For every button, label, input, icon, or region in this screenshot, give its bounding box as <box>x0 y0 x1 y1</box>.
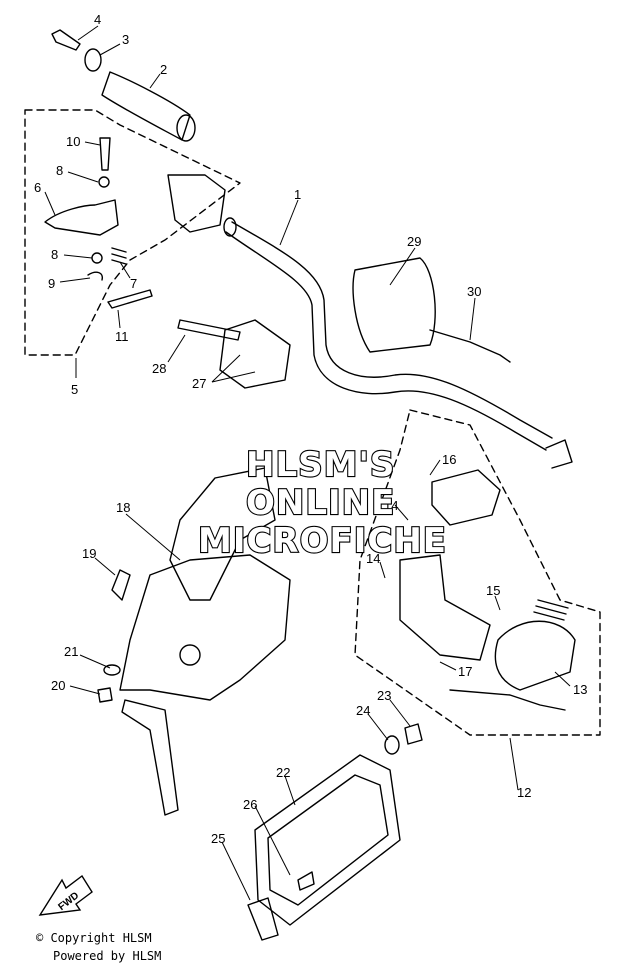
holder-27 <box>219 319 291 389</box>
callout-21: 21 <box>64 644 78 659</box>
column-hole <box>179 644 201 666</box>
group-box-5 <box>24 109 241 356</box>
switch-housing-16 <box>431 469 501 526</box>
nut-23 <box>404 723 423 745</box>
box-22 <box>254 754 401 926</box>
handlebar-end <box>223 217 237 237</box>
switch-bracket <box>399 554 491 661</box>
steering-column <box>169 467 276 601</box>
callout-30: 30 <box>467 284 481 299</box>
callout-8a: 8 <box>56 163 63 178</box>
nut-20 <box>97 687 113 703</box>
washer-3 <box>84 48 102 72</box>
copyright-text: © Copyright HLSM <box>36 931 152 945</box>
fwd-arrow: FWD <box>38 874 93 916</box>
callout-7: 7 <box>130 276 137 291</box>
cover-13 <box>494 620 576 691</box>
washer-8b <box>91 252 103 264</box>
callout-27: 27 <box>192 376 206 391</box>
spring-15 <box>533 599 569 621</box>
clip-9 <box>87 271 103 281</box>
callout-14a: 14 <box>384 498 398 513</box>
powered-by-text: Powered by HLSM <box>53 949 162 963</box>
callout-1: 1 <box>294 187 301 202</box>
handlebar-outline <box>225 231 547 451</box>
callout-24: 24 <box>356 703 370 718</box>
callout-20: 20 <box>51 678 65 693</box>
switch-wire <box>449 689 566 711</box>
callout-17: 17 <box>458 664 472 679</box>
screw-26 <box>297 871 315 891</box>
callout-19: 19 <box>82 546 96 561</box>
bolt-19 <box>111 569 131 601</box>
callout-3: 3 <box>122 32 129 47</box>
fwd-arrow-icon <box>38 874 93 916</box>
bolt-4 <box>51 29 81 51</box>
handlebar-right-end <box>545 439 573 469</box>
callout-12: 12 <box>517 785 531 800</box>
callout-18: 18 <box>116 500 130 515</box>
callout-29: 29 <box>407 234 421 249</box>
callout-26: 26 <box>243 797 257 812</box>
handlebar <box>231 221 553 439</box>
watermark-line3: MICROFICHE <box>198 521 447 561</box>
bolt-10 <box>99 137 111 171</box>
callout-10: 10 <box>66 134 80 149</box>
group-box-12 <box>354 409 601 736</box>
callout-2: 2 <box>160 62 167 77</box>
bracket <box>167 174 226 233</box>
washer-24 <box>384 735 400 755</box>
washer-21 <box>103 664 121 676</box>
screw-11 <box>107 289 153 309</box>
callout-11: 11 <box>115 329 129 344</box>
watermark-line2: ONLINE <box>246 483 395 523</box>
column-stay <box>121 699 179 816</box>
wire-30 <box>429 329 511 363</box>
callout-28: 28 <box>152 361 166 376</box>
callout-4: 4 <box>94 12 101 27</box>
clip-25 <box>247 897 279 941</box>
pad-29 <box>352 257 436 353</box>
watermark: HLSM'S ONLINE MICROFICHE <box>197 444 447 562</box>
callout-23: 23 <box>377 688 391 703</box>
callout-9: 9 <box>48 276 55 291</box>
box-22-inner <box>267 774 389 906</box>
callout-16: 16 <box>442 452 456 467</box>
callout-14b: 14 <box>366 551 380 566</box>
callout-8b: 8 <box>51 247 58 262</box>
callout-labels: 4 3 2 10 8 6 8 9 7 11 5 1 29 30 28 27 18… <box>34 12 587 846</box>
leader-lines <box>44 25 571 901</box>
callout-6: 6 <box>34 180 41 195</box>
callout-5: 5 <box>71 382 78 397</box>
callout-22: 22 <box>276 765 290 780</box>
bolt-28 <box>177 319 241 341</box>
grip-end <box>176 114 196 142</box>
washer-8a <box>98 176 110 188</box>
callout-15: 15 <box>486 583 500 598</box>
callout-25: 25 <box>211 831 225 846</box>
column-cover <box>119 554 291 701</box>
watermark-line1: HLSM'S <box>246 445 395 485</box>
callout-13: 13 <box>573 682 587 697</box>
spring-7 <box>111 247 127 265</box>
lever-6 <box>44 199 119 236</box>
